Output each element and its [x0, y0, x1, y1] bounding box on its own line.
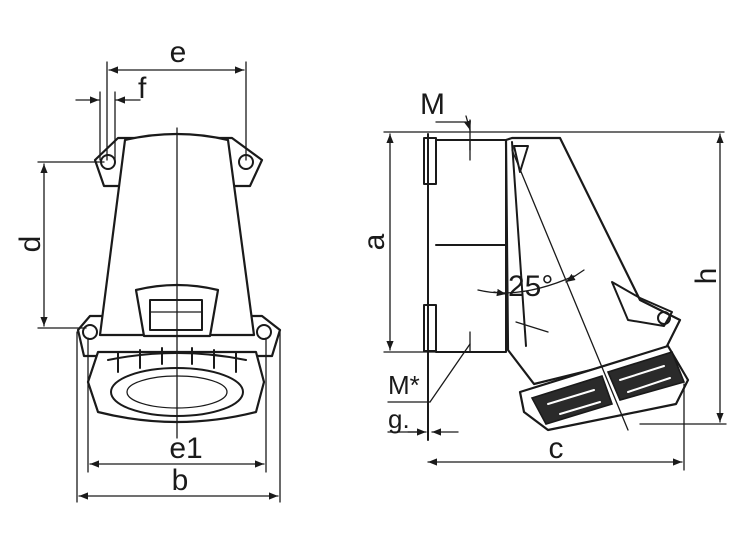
- label-b: b: [172, 464, 189, 497]
- label-f: f: [138, 72, 147, 105]
- side-wall-bracket-top: [423, 137, 437, 185]
- label-e: e: [170, 36, 187, 69]
- label-a: a: [358, 233, 391, 250]
- label-h: h: [690, 268, 723, 285]
- side-view: M a 25° h M* g. c: [358, 88, 727, 471]
- label-e1: e1: [169, 432, 202, 465]
- label-d: d: [14, 236, 47, 253]
- front-view: e f d e1 b: [14, 36, 282, 503]
- side-wall-bracket-bottom: [423, 304, 437, 352]
- front-collar-grip-right: [191, 347, 237, 373]
- side-hinge-pin: [657, 311, 671, 325]
- side-housing-front-edge: [511, 141, 527, 347]
- label-g: g.: [388, 404, 410, 434]
- side-axis: [511, 149, 629, 431]
- front-collar-grip-left: [117, 347, 163, 373]
- angle-arc: [477, 275, 575, 294]
- side-collar-grip: [530, 375, 614, 425]
- label-m-top: M: [420, 88, 445, 121]
- label-m-star: M*: [388, 370, 420, 400]
- front-latch-window: [149, 299, 203, 331]
- side-collar-grip-2: [606, 351, 686, 401]
- front-screw-bottom-left: [82, 324, 98, 340]
- label-c: c: [549, 432, 564, 465]
- label-angle: 25°: [508, 270, 553, 303]
- front-screw-bottom-right: [256, 324, 272, 340]
- side-hinge: [611, 281, 673, 327]
- dim-m-star-line: [429, 343, 471, 403]
- front-collar: [86, 350, 266, 424]
- side-latch: [513, 145, 529, 173]
